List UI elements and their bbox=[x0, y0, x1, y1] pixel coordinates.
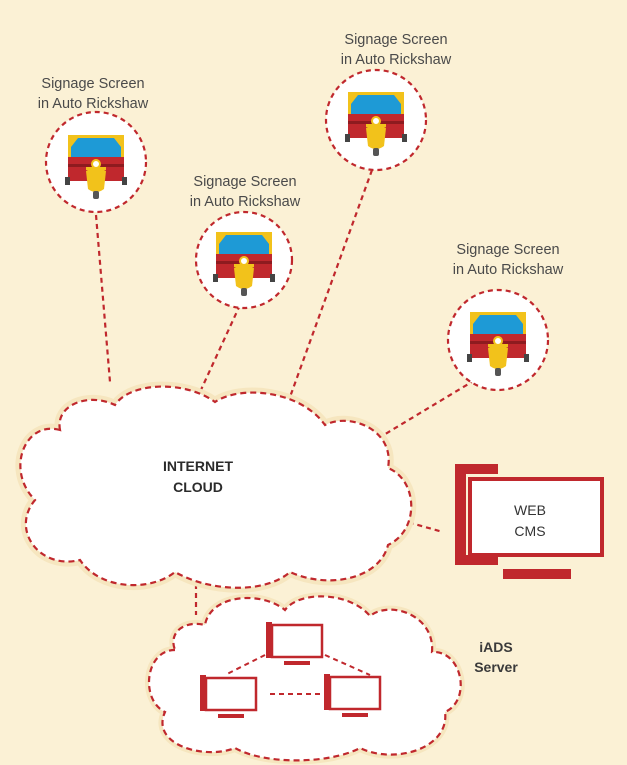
link-rickshaw-4 bbox=[371, 379, 476, 443]
link-rickshaw-3 bbox=[288, 169, 374, 398]
caption-line-1: Signage Screen bbox=[193, 174, 297, 190]
iads-server-line-2: Server bbox=[474, 659, 518, 675]
caption-line-1: Signage Screen bbox=[456, 242, 560, 258]
internet-cloud-label: INTERNET CLOUD bbox=[163, 456, 233, 498]
internet-cloud-line-2: CLOUD bbox=[173, 479, 223, 495]
caption-line-1: Signage Screen bbox=[41, 76, 145, 92]
web-cms-line-2: CMS bbox=[514, 523, 546, 539]
internet-cloud bbox=[15, 381, 417, 593]
server-monitor-top bbox=[266, 622, 324, 665]
caption-line-2: in Auto Rickshaw bbox=[37, 96, 149, 112]
internet-cloud-line-1: INTERNET bbox=[163, 458, 233, 474]
rickshaw-3-caption: Signage Screen in Auto Rickshaw bbox=[341, 30, 451, 70]
web-cms-label: WEB CMS bbox=[514, 500, 546, 542]
caption-line-2: in Auto Rickshaw bbox=[340, 52, 452, 68]
connection-lines bbox=[94, 169, 476, 615]
caption-line-1: Signage Screen bbox=[344, 32, 448, 48]
link-web-cms bbox=[399, 518, 444, 534]
iads-server-cloud bbox=[145, 592, 465, 765]
caption-line-2: in Auto Rickshaw bbox=[189, 194, 301, 210]
rickshaw-2-caption: Signage Screen in Auto Rickshaw bbox=[190, 172, 300, 212]
web-cms-line-1: WEB bbox=[514, 502, 546, 518]
link-rickshaw-2 bbox=[199, 304, 241, 393]
iads-server-line-1: iADS bbox=[479, 639, 513, 655]
server-monitor-left bbox=[200, 675, 258, 718]
link-rickshaw-1 bbox=[94, 214, 112, 383]
rickshaw-node-1 bbox=[44, 110, 148, 214]
rickshaw-node-3 bbox=[324, 68, 428, 172]
web-cms-monitor bbox=[455, 464, 604, 579]
rickshaw-node-2 bbox=[194, 210, 294, 310]
rickshaw-4-caption: Signage Screen in Auto Rickshaw bbox=[453, 240, 563, 280]
server-monitor-right bbox=[324, 674, 382, 717]
rickshaw-1-caption: Signage Screen in Auto Rickshaw bbox=[38, 74, 148, 114]
iads-server-label: iADS Server bbox=[474, 637, 518, 677]
rickshaw-node-4 bbox=[446, 288, 550, 392]
caption-line-2: in Auto Rickshaw bbox=[452, 262, 564, 278]
